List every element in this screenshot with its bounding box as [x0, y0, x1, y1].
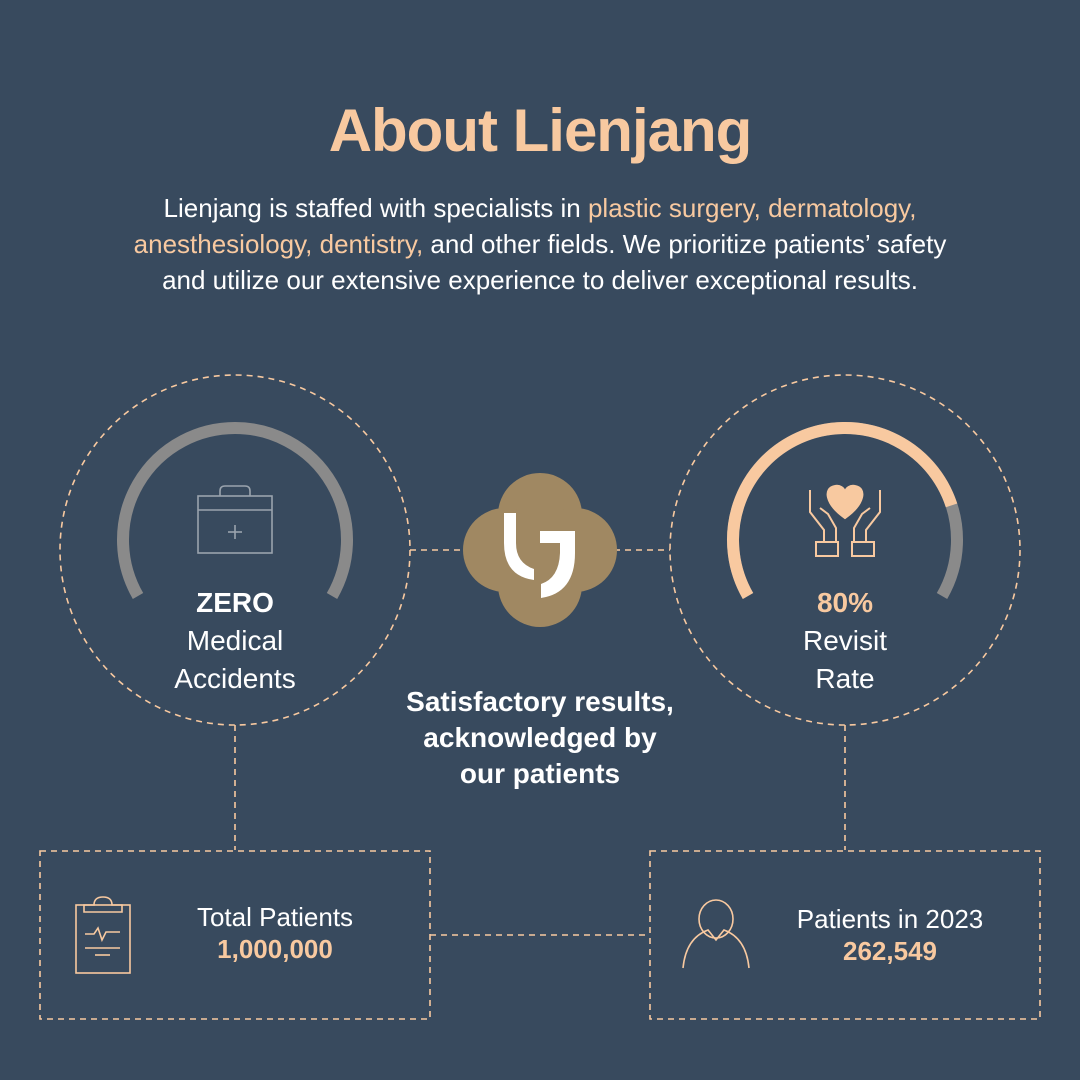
clipboard-icon	[75, 896, 131, 974]
zero-accidents-arc	[117, 422, 353, 599]
stat-value: ZERO	[196, 587, 274, 618]
stat-label: Medical	[186, 625, 284, 656]
stat-zero-accidents: ZERO Medical Accidents	[135, 584, 335, 698]
person-icon	[682, 899, 750, 969]
total-patients: Total Patients 1,000,000	[160, 900, 390, 965]
intro-highlight: plastic surgery, dermatology,	[587, 193, 917, 223]
box-label: Patients in 2023	[796, 904, 984, 934]
revisit-rate-arc-fill	[727, 422, 958, 599]
box-value: 262,549	[843, 936, 937, 966]
intro-highlight: anesthesiology, dentistry,	[133, 229, 424, 259]
intro-text: and other fields. We prioritize patients…	[423, 229, 947, 259]
caption-line: acknowledged by	[423, 722, 657, 753]
right-dashed-circle	[669, 374, 1021, 726]
total-patients-box	[39, 850, 431, 1020]
intro-text: and utilize our extensive experience to …	[162, 265, 918, 295]
caption-line: our patients	[459, 758, 621, 789]
caption-line: Satisfactory results,	[406, 686, 674, 717]
patients-2023: Patients in 2023 262,549	[770, 902, 1010, 967]
box-value: 1,000,000	[217, 934, 333, 964]
intro-paragraph: Lienjang is staffed with specialists in …	[20, 190, 1060, 298]
lienjang-logo	[463, 473, 617, 627]
medical-kit-icon	[197, 485, 273, 554]
box-label: Total Patients	[196, 902, 354, 932]
intro-text: Lienjang is staffed with specialists in	[163, 193, 588, 223]
stat-revisit-rate: 80% Revisit Rate	[745, 584, 945, 698]
stat-value: 80%	[816, 587, 874, 618]
stat-label: Rate	[815, 663, 875, 694]
hands-heart-icon	[809, 484, 881, 557]
stat-label: Revisit	[802, 625, 887, 656]
page-title: About Lienjang	[328, 97, 753, 164]
center-caption: Satisfactory results, acknowledged by ou…	[370, 684, 710, 792]
patients-2023-box	[649, 850, 1041, 1020]
stat-label: Accidents	[174, 663, 296, 694]
